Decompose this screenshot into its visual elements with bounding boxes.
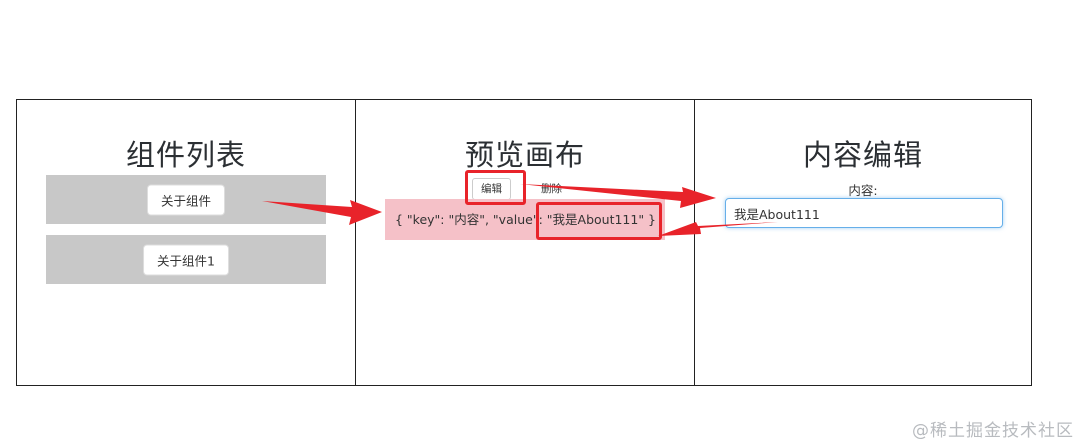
- edit-button[interactable]: 编辑: [472, 178, 511, 200]
- preview-toolbar: 编辑 删除: [466, 176, 586, 200]
- content-editor-panel: 内容编辑 内容:: [694, 100, 1031, 385]
- component-button-about-1[interactable]: 关于组件1: [143, 244, 229, 275]
- component-list-title: 组件列表: [125, 138, 246, 172]
- component-list-item: 关于组件1: [46, 235, 326, 284]
- component-button-about[interactable]: 关于组件: [146, 184, 226, 215]
- app-frame: 组件列表 关于组件 关于组件1 预览画布 编辑 删除 { "key": "内容"…: [16, 99, 1032, 386]
- delete-button[interactable]: 删除: [532, 178, 571, 200]
- content-input[interactable]: [725, 198, 1003, 228]
- content-field-label: 内容:: [848, 183, 878, 198]
- preview-canvas-item[interactable]: { "key": "内容", "value": "我是About111" }: [385, 199, 665, 240]
- component-list-panel: 组件列表 关于组件 关于组件1: [17, 100, 355, 385]
- preview-canvas-title: 预览画布: [464, 138, 585, 172]
- watermark: @稀土掘金技术社区: [912, 421, 1074, 441]
- content-editor-title: 内容编辑: [802, 138, 923, 172]
- preview-canvas-panel: 预览画布 编辑 删除 { "key": "内容", "value": "我是Ab…: [355, 100, 694, 385]
- component-list-item: 关于组件: [46, 175, 326, 224]
